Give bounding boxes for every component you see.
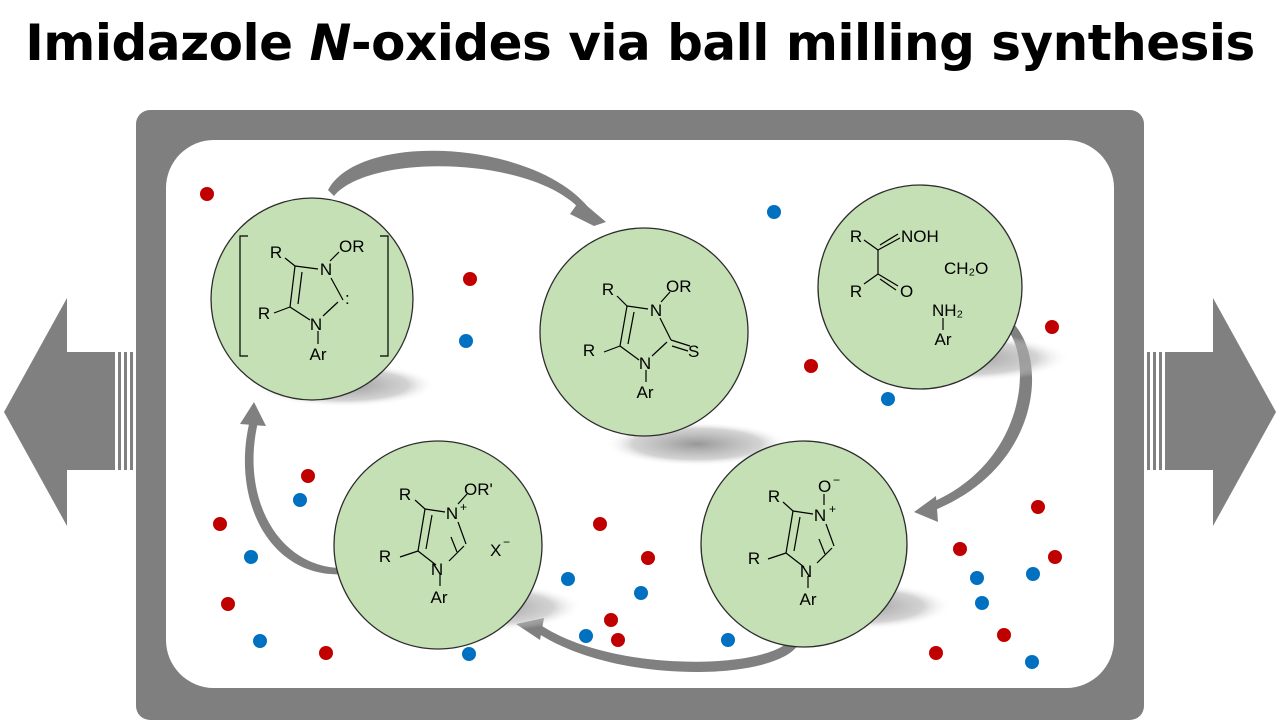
carbene-n1: N <box>320 260 332 279</box>
thione-circle <box>539 227 749 437</box>
carbene-or: OR <box>339 237 365 256</box>
red-milling-ball <box>301 469 315 483</box>
carbene-circle <box>210 197 414 401</box>
red-milling-ball <box>463 272 477 286</box>
thione-r-left: R <box>583 341 595 360</box>
salt-x: X <box>490 541 501 560</box>
noxide-minus: − <box>833 473 840 487</box>
blue-milling-ball <box>975 596 989 610</box>
carbene-r-left: R <box>258 304 270 323</box>
blue-milling-ball <box>244 550 258 564</box>
reagents-nh2: NH₂ <box>932 301 963 320</box>
noxide-plus: + <box>829 502 836 516</box>
salt-n2: N <box>431 560 443 579</box>
thione-n2: N <box>639 354 651 373</box>
reagents-r2: R <box>850 282 862 301</box>
noxide-molecule <box>767 494 835 588</box>
blue-milling-ball <box>561 572 575 586</box>
thione-ar: Ar <box>637 383 654 402</box>
blue-milling-ball <box>970 571 984 585</box>
red-milling-ball <box>929 646 943 660</box>
thione-n1: N <box>650 301 662 320</box>
salt-r-top: R <box>399 485 411 504</box>
reagents-ch2o: CH₂O <box>944 259 988 278</box>
noxide-r-top: R <box>768 487 780 506</box>
noxide-o: O <box>818 477 831 496</box>
arrow-carbene-to-thione <box>328 150 606 226</box>
reagents-molecule <box>863 233 944 330</box>
noxide-n1: N <box>814 506 826 525</box>
carbene-colon: : <box>345 289 350 308</box>
red-milling-ball <box>1048 550 1062 564</box>
blue-milling-ball <box>459 334 473 348</box>
reagents-noh: NOH <box>901 227 939 246</box>
salt-circle <box>333 440 543 650</box>
red-milling-ball <box>319 646 333 660</box>
blue-milling-ball <box>253 634 267 648</box>
red-milling-ball <box>593 517 607 531</box>
red-milling-ball <box>804 359 818 373</box>
noxide-r-left: R <box>748 549 760 568</box>
reagents-r1: R <box>850 227 862 246</box>
right-shake-arrow <box>1147 298 1276 526</box>
left-shake-arrow <box>4 298 133 526</box>
blue-milling-ball <box>1025 655 1039 669</box>
red-milling-ball <box>200 187 214 201</box>
salt-ar: Ar <box>431 588 448 607</box>
salt-or: OR' <box>464 480 493 499</box>
noxide-circle <box>700 440 908 648</box>
noxide-n2: N <box>800 562 812 581</box>
page-title: Imidazole N-oxides via ball milling synt… <box>25 14 1255 72</box>
salt-minus: − <box>503 535 510 549</box>
reagents-circle <box>817 184 1023 390</box>
blue-milling-ball <box>881 392 895 406</box>
carbene-ar: Ar <box>310 345 327 364</box>
noxide-ar: Ar <box>800 590 817 609</box>
blue-milling-ball <box>634 586 648 600</box>
thione-r-top: R <box>602 280 614 299</box>
carbene-r-top: R <box>270 243 282 262</box>
blue-milling-ball <box>721 633 735 647</box>
salt-plus: + <box>460 500 467 514</box>
blue-milling-ball <box>1026 567 1040 581</box>
red-milling-ball <box>213 517 227 531</box>
salt-n1: N <box>446 504 458 523</box>
arrow-salt-to-carbene <box>240 402 346 575</box>
thione-s: S <box>688 342 699 361</box>
salt-r-left: R <box>379 547 391 566</box>
salt-molecule <box>399 493 468 586</box>
milling-balls <box>200 187 1062 669</box>
blue-milling-ball <box>579 629 593 643</box>
blue-milling-ball <box>462 647 476 661</box>
red-milling-ball <box>641 551 655 565</box>
thione-molecule <box>603 291 691 382</box>
thione-or: OR <box>666 277 692 296</box>
red-milling-ball <box>604 613 618 627</box>
red-milling-ball <box>1031 500 1045 514</box>
red-milling-ball <box>953 542 967 556</box>
carbene-n2: N <box>310 315 322 334</box>
blue-milling-ball <box>767 205 781 219</box>
red-milling-ball <box>611 633 625 647</box>
reagents-ar: Ar <box>935 330 952 349</box>
red-milling-ball <box>1045 320 1059 334</box>
blue-milling-ball <box>293 493 307 507</box>
red-milling-ball <box>997 628 1011 642</box>
reagents-o: O <box>900 282 913 301</box>
red-milling-ball <box>221 597 235 611</box>
cycle-arrows <box>240 150 1033 672</box>
carbene-molecule <box>239 235 389 357</box>
